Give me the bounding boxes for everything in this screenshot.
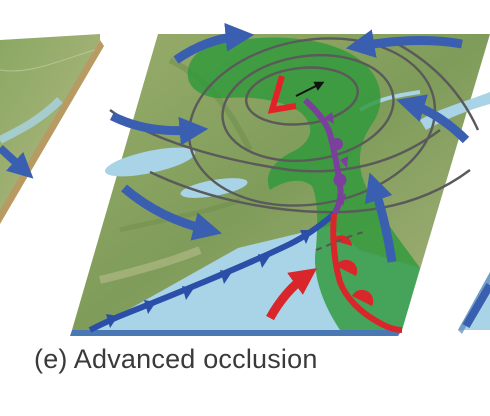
isobar [245,66,359,126]
main-terrain-block [70,34,490,336]
isobar [221,53,395,163]
isobar [149,169,471,214]
wind-arrow [173,22,255,64]
left-terrain-block [0,34,104,224]
warm-front [330,213,403,333]
right-wind-arrow [462,282,490,329]
precipitation-shading [187,37,420,331]
wind-arrows [109,22,470,263]
isobar [109,109,441,173]
isobars [109,37,480,214]
occluded-front [302,97,348,216]
warm-air-arrow [266,268,317,321]
wind-arrow [396,94,470,144]
motion-arrow-icon [295,81,325,97]
trough-line [315,231,365,251]
wind-arrow [345,29,463,58]
right-terrain-block [458,272,490,334]
lake [180,178,248,198]
wind-arrow [121,184,222,241]
cold-front [88,211,336,333]
lake [104,147,196,177]
low-pressure-symbol [267,75,297,114]
wind-arrow [364,172,397,263]
left-wind-arrow [0,145,34,179]
wind-arrow [109,111,209,146]
figure-caption: (e) Advanced occlusion [34,344,318,374]
isobar [389,38,480,131]
